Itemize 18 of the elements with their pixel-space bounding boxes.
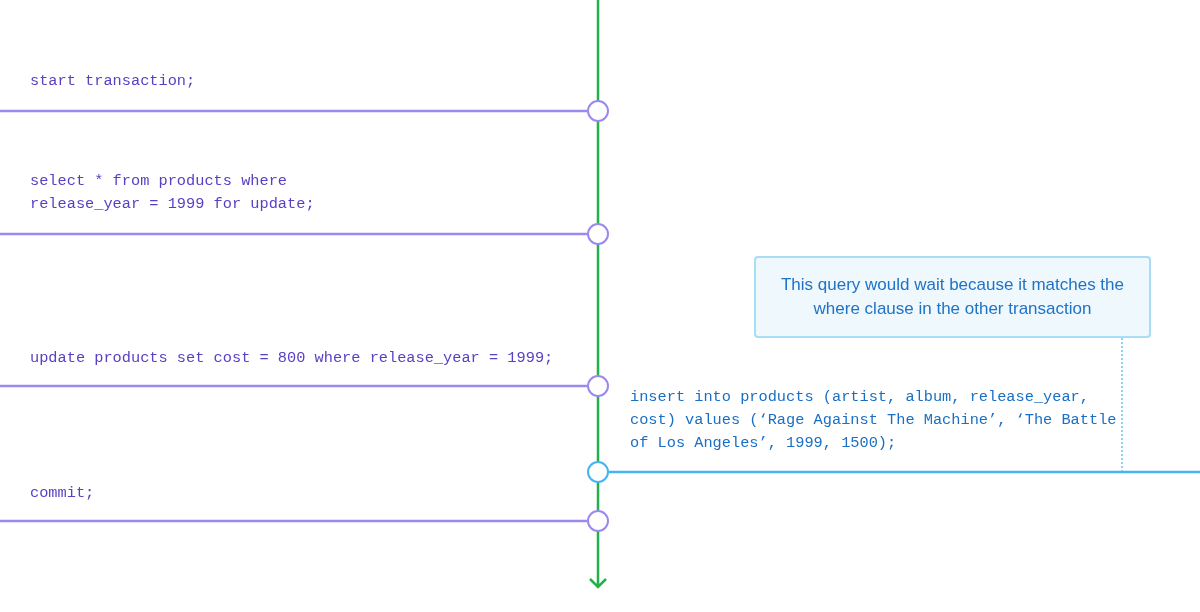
leader-line	[1121, 337, 1123, 472]
timeline-point	[587, 100, 609, 122]
timeline-point	[587, 375, 609, 397]
sql-statement: commit;	[30, 483, 96, 504]
connector-line	[0, 519, 587, 523]
sql-statement: update products set cost = 800 where release_year = 1999;	[30, 348, 555, 369]
timeline-point	[587, 223, 609, 245]
timeline-point	[587, 510, 609, 532]
connector-line	[0, 384, 587, 388]
callout-box	[754, 256, 1151, 338]
callout-text: This query would wait because it matches the where clause in the other transaction	[780, 274, 1125, 320]
sql-statement: insert into products (artist, album, release_year, cost) values (‘Rage Against The Machine’, ‘The Battle of Los Angeles’, 1999, 1500);	[630, 387, 1118, 454]
sql-statement: start transaction;	[30, 71, 197, 92]
connector-line	[609, 470, 1200, 474]
connector-line	[0, 232, 587, 236]
sql-statement: select * from products where release_year = 1999 for update;	[30, 171, 316, 215]
timeline-point	[587, 461, 609, 483]
connector-line	[0, 109, 587, 113]
